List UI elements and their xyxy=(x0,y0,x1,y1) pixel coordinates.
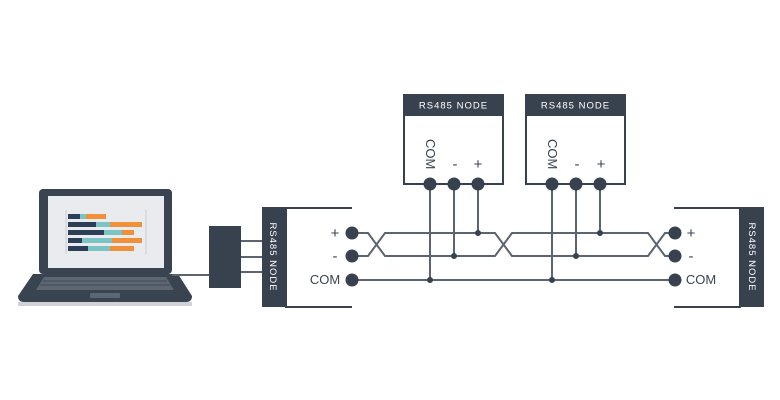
right-node-title: RS485 NODE xyxy=(746,222,757,291)
terminal-b-minus xyxy=(569,177,583,191)
keyboard-keys xyxy=(40,280,170,286)
terminal-b-plus xyxy=(593,177,607,191)
left-node-title: RS485 NODE xyxy=(267,222,278,291)
twisted-pair-a xyxy=(354,232,676,257)
top-node-a-title: RS485 NODE xyxy=(419,101,488,112)
top-node-b-com-label: COM xyxy=(545,139,560,169)
bus-wires xyxy=(354,184,676,281)
top-node-a-com-label: COM xyxy=(423,139,438,169)
laptop-foot xyxy=(18,302,192,306)
laptop xyxy=(18,189,192,306)
terminal-left-minus xyxy=(345,249,359,263)
top-node-a-plus-label: + xyxy=(474,156,483,173)
left-node-outline xyxy=(285,207,352,308)
screen-chart-icon xyxy=(65,210,147,254)
terminal-right-minus xyxy=(668,249,682,263)
right-node-header xyxy=(740,207,764,307)
left-node-com-label: COM xyxy=(310,272,340,287)
right-node: RS485 NODE + - COM xyxy=(674,207,764,308)
terminal-a-plus xyxy=(471,177,485,191)
left-node-plus-label: + xyxy=(331,225,340,242)
right-node-outline xyxy=(674,207,741,308)
top-node-b-minus-label: - xyxy=(575,156,580,173)
terminal-left-plus xyxy=(345,226,359,240)
junction-dot xyxy=(475,230,481,236)
junction-dot xyxy=(549,277,555,283)
terminal-a-com xyxy=(423,177,437,191)
junction-dot xyxy=(573,253,579,259)
left-node: RS485 NODE + - COM xyxy=(262,207,352,308)
right-node-com-label: COM xyxy=(686,272,716,287)
laptop-keyboard xyxy=(36,277,174,290)
left-node-minus-label: - xyxy=(333,248,338,265)
junction-dot xyxy=(597,230,603,236)
laptop-trackpad xyxy=(90,293,120,298)
top-node-b-title: RS485 NODE xyxy=(541,101,610,112)
top-node-a: RS485 NODE COM - + xyxy=(403,94,504,185)
terminal-right-com xyxy=(668,273,682,287)
terminal-b-com xyxy=(545,177,559,191)
right-node-minus-label: - xyxy=(689,248,694,265)
top-node-a-outline xyxy=(403,116,504,185)
junctions xyxy=(427,230,603,283)
right-node-plus-label: + xyxy=(687,225,696,242)
top-node-b-outline xyxy=(525,116,626,185)
terminal-right-plus xyxy=(668,226,682,240)
junction-dot xyxy=(451,253,457,259)
twisted-pair-b xyxy=(354,232,676,257)
terminal-a-minus xyxy=(447,177,461,191)
left-node-header xyxy=(262,207,286,307)
converter-box xyxy=(209,226,241,288)
top-node-b-plus-label: + xyxy=(597,156,606,173)
converter-cables xyxy=(241,240,262,273)
terminals xyxy=(345,177,682,287)
top-node-b: RS485 NODE COM - + xyxy=(525,94,626,185)
junction-dot xyxy=(427,277,433,283)
top-node-a-minus-label: - xyxy=(453,156,458,173)
top-node-b-header xyxy=(525,94,626,116)
top-node-a-header xyxy=(403,94,504,116)
terminal-left-com xyxy=(345,273,359,287)
